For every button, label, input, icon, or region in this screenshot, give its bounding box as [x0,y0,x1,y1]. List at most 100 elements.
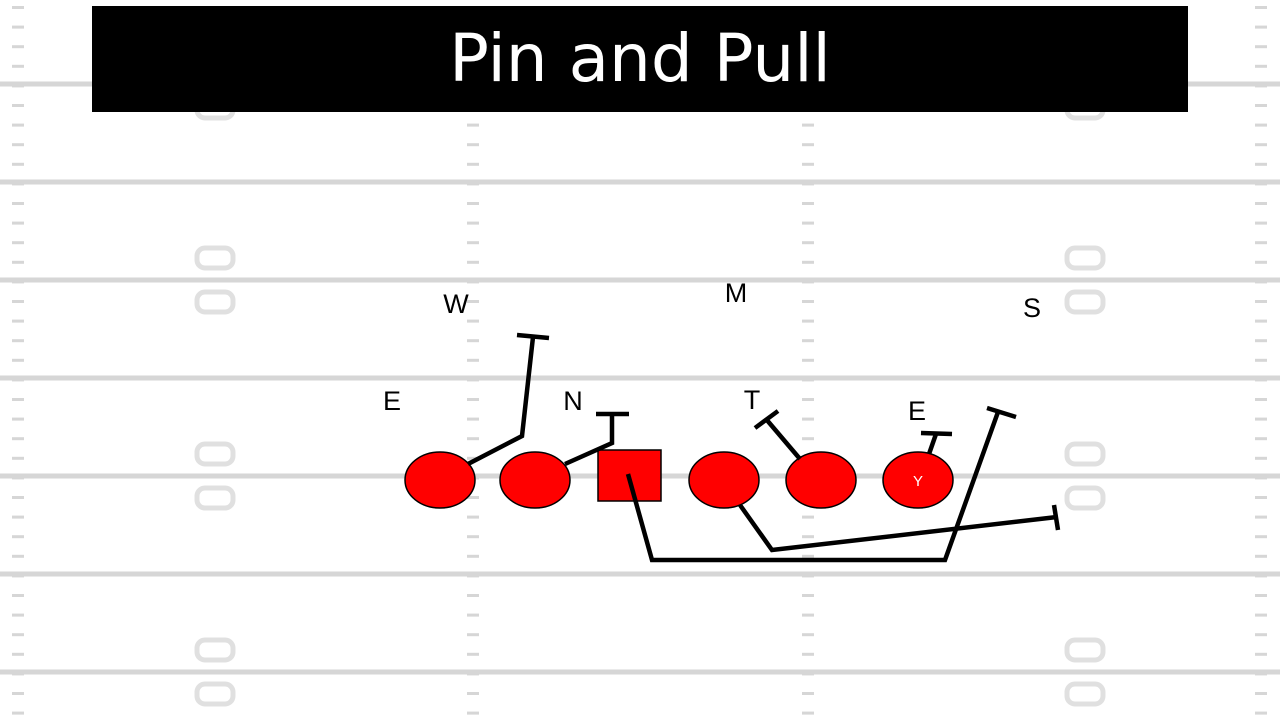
hash-mark [1255,25,1267,29]
hash-mark [1255,594,1267,597]
hash-mark [802,358,814,362]
field-number-zero [1064,289,1106,315]
hash-mark [802,339,814,343]
hash-mark [802,280,814,284]
hash-mark [1255,398,1267,401]
hash-mark [12,221,24,225]
hash-mark [1255,476,1267,480]
hash-mark [12,574,24,578]
hash-mark [467,123,479,127]
hash-mark [802,633,814,637]
hash-mark [1255,221,1267,225]
hash-mark [802,515,814,519]
hash-mark [802,652,814,656]
center-pull-route [625,411,1001,563]
hash-mark [12,241,24,245]
right-tackle [785,451,857,509]
field-number-zero [194,441,236,467]
yard-lines [0,81,1280,675]
hash-mark [467,711,479,715]
hash-mark [467,398,479,401]
hash-mark [12,45,24,49]
hash-mark [12,123,24,127]
hash-mark [1255,64,1267,68]
hash-mark [802,672,814,676]
hash-mark [12,476,24,480]
hash-mark [1255,554,1267,558]
offensive-line [404,449,954,509]
hash-mark [12,633,24,637]
hash-mark [802,182,814,186]
hash-mark [12,182,24,186]
hash-mark [12,378,24,382]
defender-t-label: T [744,385,761,415]
hash-mark [802,398,814,401]
hash-mark [802,535,814,539]
hash-mark [802,554,814,558]
hash-mark [802,202,814,205]
hash-mark [1255,652,1267,656]
hash-mark [802,300,814,303]
hash-mark [12,64,24,68]
hash-mark [1255,456,1267,460]
hash-mark [1255,202,1267,205]
hash-mark [467,221,479,225]
center-pull-block-end [986,405,1017,420]
hash-mark [802,574,814,578]
blocking-routes [466,332,1061,563]
field-number-zero [194,245,236,271]
hash-mark [12,554,24,558]
hash-mark [12,339,24,343]
field-number-zero [194,289,236,315]
hash-mark [1255,692,1267,695]
field-number-zero [1064,637,1106,663]
hash-mark [802,378,814,382]
hash-mark [1255,633,1267,637]
hash-mark [12,613,24,617]
field-number-zero [194,637,236,663]
hash-mark [1255,417,1267,421]
right-guard [688,451,760,509]
hash-mark [802,143,814,147]
field-number-zero [194,485,236,511]
hash-mark [467,202,479,205]
defense-labels: W M S E N T E [383,278,1041,426]
hash-mark [467,496,479,499]
hash-mark [12,319,24,323]
hash-mark [1255,378,1267,382]
hash-mark [802,613,814,617]
defender-e-right-label: E [908,396,926,426]
hash-mark [467,417,479,421]
left-tackle [404,451,476,509]
hash-mark [802,417,814,421]
hash-mark [12,84,24,88]
hash-mark [1255,358,1267,362]
hash-mark [467,652,479,656]
y-label: Y [913,473,923,490]
hash-mark [467,613,479,617]
right-guard-block-end [1051,504,1061,531]
hash-mark [1255,123,1267,127]
hash-mark [1255,143,1267,147]
hash-mark [12,25,24,29]
title-bar: Pin and Pull [92,6,1188,112]
hash-mark [1255,535,1267,539]
left-guard [499,451,571,509]
right-tackle-block-end [753,409,780,430]
hash-mark [12,496,24,499]
hash-mark [1255,496,1267,499]
hash-mark [467,162,479,166]
hash-mark [12,260,24,264]
hash-mark [12,202,24,205]
field-numbers [194,95,1106,707]
defender-n-label: N [563,386,583,416]
hash-mark [1255,672,1267,676]
hash-mark [1255,241,1267,245]
hash-mark [12,162,24,166]
tight-end-route [926,433,939,455]
field-number-zero [1064,681,1106,707]
hash-mark [1255,104,1267,107]
left-tackle-block-end [516,332,550,341]
hash-mark [12,104,24,107]
